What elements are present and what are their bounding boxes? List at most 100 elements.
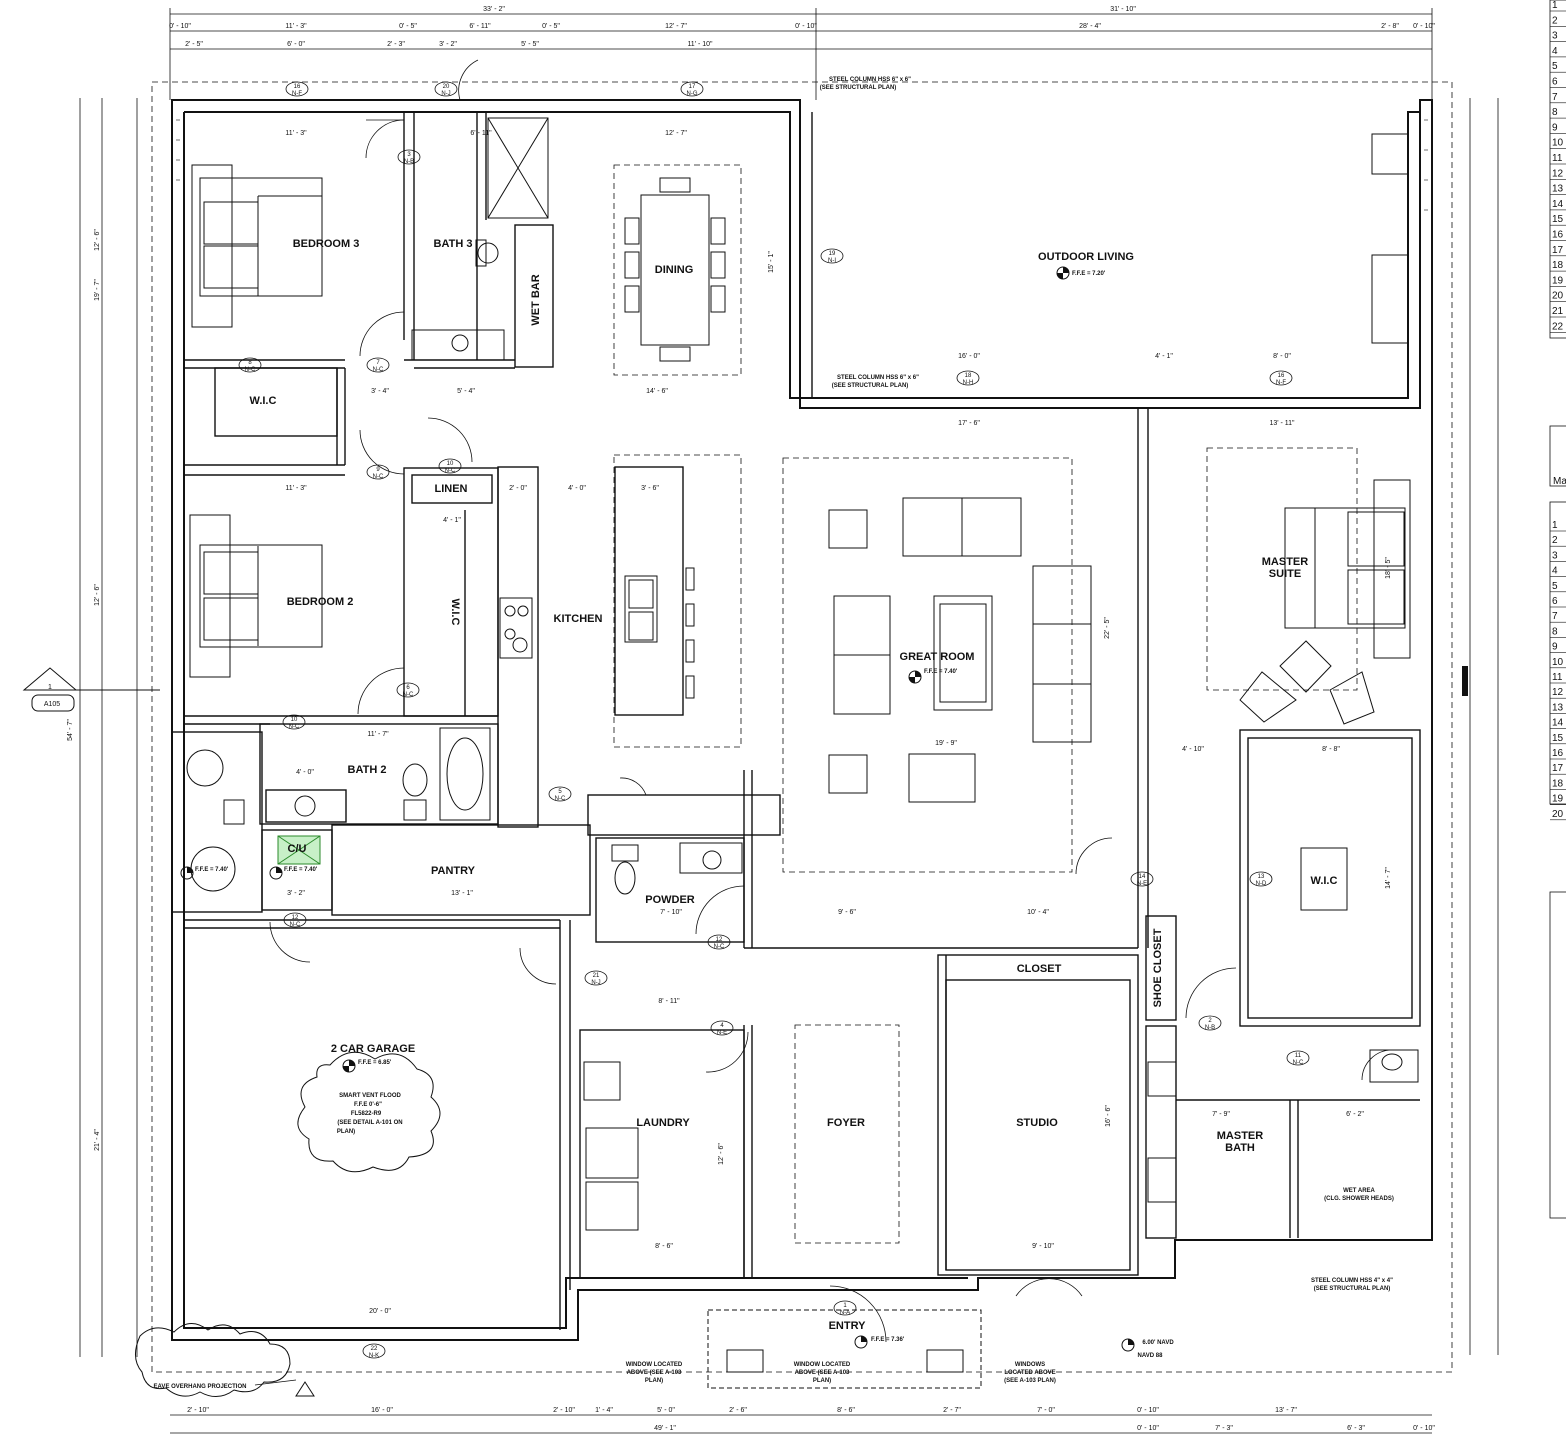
tag-bubbles xyxy=(238,81,1310,1359)
tag-number: 11 xyxy=(1295,1053,1302,1059)
ffe-mech1: F.F.E = 7.40' xyxy=(195,867,229,873)
room-powder: POWDER xyxy=(645,894,695,906)
room-laundry: LAUNDRY xyxy=(636,1117,690,1129)
room-dining: DINING xyxy=(655,264,694,276)
dim-interior: 14' - 6" xyxy=(646,388,668,395)
note-window-15: WINDOWS xyxy=(1015,1362,1045,1368)
note-window-16: ABOVE (SEE A-103 xyxy=(795,1370,850,1376)
schedule-row-number: 2 xyxy=(1552,15,1558,26)
dim-interior: 10' - 4" xyxy=(1027,909,1049,916)
note-window-14: WINDOW LOCATED xyxy=(626,1362,683,1368)
schedule-row-number: 2 xyxy=(1552,535,1558,546)
tag-number: 1 xyxy=(843,1303,847,1309)
schedule-row-number: 5 xyxy=(1552,581,1558,592)
schedule-row-number: 5 xyxy=(1552,61,1558,72)
tag-code: N-A xyxy=(840,1310,850,1316)
room-shoe-closet: SHOE CLOSET xyxy=(1152,928,1164,1007)
datum-markers xyxy=(180,266,1135,1352)
dim-interior: 11' - 3" xyxy=(285,130,307,137)
section-marker xyxy=(22,667,160,712)
dim-bottom: 5' - 0" xyxy=(657,1407,675,1414)
entry-planters xyxy=(707,1309,982,1389)
dim-top-left: 33' - 2" xyxy=(483,6,505,13)
schedule-row-number: 12 xyxy=(1552,687,1564,698)
dim-interior: 9' - 10" xyxy=(1032,1243,1054,1250)
revision-triangle xyxy=(295,1381,315,1397)
dim-row2: 12' - 7" xyxy=(665,23,687,30)
tag-number: 4 xyxy=(720,1023,724,1029)
schedule-row-number: 20 xyxy=(1552,809,1564,820)
schedule-row-number: 1 xyxy=(1552,520,1558,531)
room-pantry: PANTRY xyxy=(431,865,476,877)
schedule-table-1 xyxy=(1549,0,1566,339)
tag-number: 12 xyxy=(292,915,299,921)
dim-bottom: 2' - 6" xyxy=(729,1407,747,1414)
tag-number: 7 xyxy=(376,360,380,366)
note-window-14: PLAN) xyxy=(645,1378,663,1384)
dim-interior: 6' - 11" xyxy=(470,130,492,137)
note-flood: (SEE DETAIL A-101 ON xyxy=(337,1120,402,1126)
room-bath2: BATH 2 xyxy=(348,764,387,776)
dim-bottom: 16' - 0" xyxy=(371,1407,393,1414)
dim-interior: 13' - 11" xyxy=(1269,420,1295,427)
room-studio: STUDIO xyxy=(1016,1117,1058,1129)
room-master-suite: MASTER xyxy=(1262,556,1309,568)
dim-bottom: 0' - 10" xyxy=(1137,1407,1159,1414)
dim-interior: 6' - 2" xyxy=(1346,1111,1364,1118)
dim-interior: 16' - 6" xyxy=(1105,1105,1112,1127)
tag-number: 3 xyxy=(407,152,411,158)
dim-interior: 8' - 6" xyxy=(655,1243,673,1250)
schedule-row-number: 10 xyxy=(1552,138,1564,149)
dim-interior: 7' - 9" xyxy=(1212,1111,1230,1118)
ffe-entry: F.F.E = 7.36' xyxy=(871,1337,905,1343)
schedule-row-number: 3 xyxy=(1552,550,1558,561)
note-wet-area: WET AREA xyxy=(1343,1188,1375,1194)
dim-bottom: 1' - 4" xyxy=(595,1407,613,1414)
dim-top-right: 31' - 10" xyxy=(1110,6,1136,13)
tag-code: N-C xyxy=(555,796,566,802)
note-window-15: (SEE A-103 PLAN) xyxy=(1004,1378,1056,1384)
elevation-marker xyxy=(1462,666,1468,696)
room-wic-upper: W.I.C xyxy=(250,395,277,407)
schedule-row-number: 14 xyxy=(1552,199,1564,210)
tag-code: N-C xyxy=(245,367,256,373)
schedule-row-number: 18 xyxy=(1552,778,1564,789)
tag-number: 16 xyxy=(294,84,301,90)
room-bedroom2: BEDROOM 2 xyxy=(287,596,354,608)
wall-hatch xyxy=(176,119,1428,211)
room-bedroom3: BEDROOM 3 xyxy=(293,238,360,250)
tag-code: N-C xyxy=(445,468,456,474)
dim-row3: 6' - 0" xyxy=(287,41,305,48)
kitchen-fixtures xyxy=(499,567,695,699)
section-num: 1 xyxy=(48,684,52,691)
note-flood: F.F.E 0'-6" xyxy=(354,1102,382,1108)
dim-interior: 19' - 9" xyxy=(935,740,957,747)
dim-row3: 3' - 2" xyxy=(439,41,457,48)
dim-row2: 0' - 10" xyxy=(795,23,817,30)
dim-interior: 9' - 6" xyxy=(838,909,856,916)
tag-code: N-E xyxy=(1137,881,1147,887)
ffe-mech2: F.F.E = 7.40' xyxy=(284,867,318,873)
room-bath3: BATH 3 xyxy=(434,238,473,250)
dim-interior: 8' - 0" xyxy=(1273,353,1291,360)
schedule-row-number: 8 xyxy=(1552,626,1558,637)
dim-interior: 12' - 6" xyxy=(718,1143,725,1165)
dim-row2: 0' - 5" xyxy=(399,23,417,30)
schedule-row-number: 20 xyxy=(1552,291,1564,302)
note-steel-col-2: STEEL COLUMN HSS 6" x 6" xyxy=(837,375,919,381)
dim-bottom-overall: 49' - 1" xyxy=(654,1425,676,1432)
eave-outline xyxy=(151,81,1453,1373)
schedule-row-number: 6 xyxy=(1552,77,1558,88)
bath-fixtures xyxy=(294,117,1419,1203)
room-garage: 2 CAR GARAGE xyxy=(331,1043,415,1055)
dim-left: 19' - 7" xyxy=(94,279,101,301)
note-steel-col-3: (SEE STRUCTURAL PLAN) xyxy=(1314,1286,1391,1292)
dim-row2: 6' - 11" xyxy=(469,23,491,30)
schedule-row-number: 22 xyxy=(1552,321,1564,332)
note-window-16: PLAN) xyxy=(813,1378,831,1384)
door-swings xyxy=(269,59,1393,1343)
dim-row2: 0' - 5" xyxy=(542,23,560,30)
dim-interior: 8' - 8" xyxy=(1322,746,1340,753)
schedule-row-number: 1 xyxy=(1552,0,1558,11)
